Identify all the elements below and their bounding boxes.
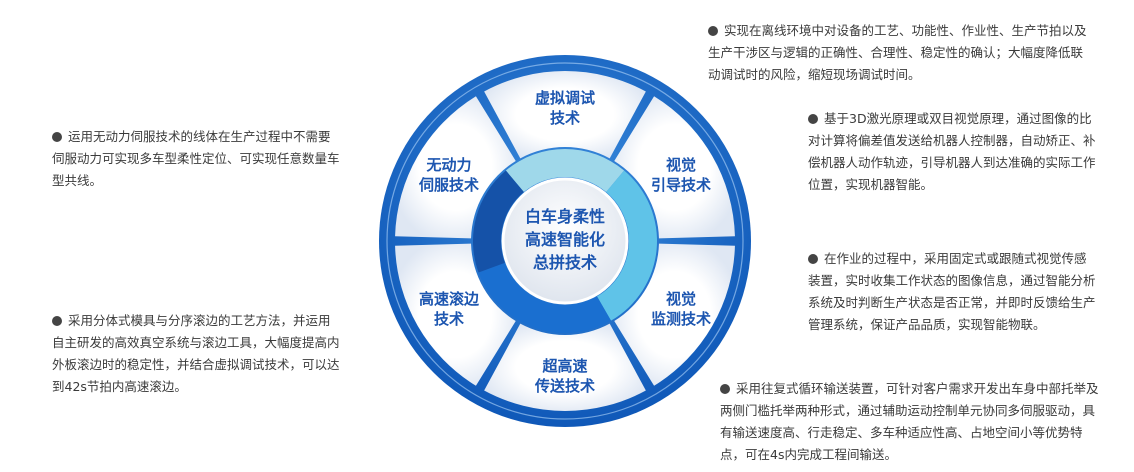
desc-unpowered-servo: 运用无动力伺服技术的线体在生产过程中不需要伺服动力可实现多车型柔性定位、可实现任… [52,126,342,192]
inner-ring-arc-cyan [597,170,657,321]
bullet-icon [52,316,62,326]
segment-high-speed-transfer [484,323,646,411]
inner-ring-arc-dark [473,170,524,273]
desc-virtual-debug: 实现在离线环境中对设备的工艺、功能性、作业性、生产节拍以及生产干涉区与逻辑的正确… [708,20,1088,86]
inner-ring-arc-teal [505,149,625,192]
desc-vision-monitor: 在作业的过程中，采用固定式或跟随式视觉传感装置，实时收集工作状态的图像信息，通过… [808,248,1096,336]
segment-high-speed-hemming-label-line1: 高速滚边 [419,290,480,308]
segment-unpowered-servo [395,96,516,239]
segment-high-speed-hemming-label-line2: 技术 [434,310,464,328]
desc-unpowered-servo-text: 运用无动力伺服技术的线体在生产过程中不需要伺服动力可实现多车型柔性定位、可实现任… [52,129,340,188]
segment-unpowered-servo-label-line2: 伺服技术 [418,176,479,194]
segment-virtual-debug [484,71,646,159]
segment-high-speed-hemming [395,243,516,386]
segment-virtual-debug-label-line2: 技术 [550,109,580,127]
desc-high-speed-hemming-text: 采用分体式模具与分序滚边的工艺方法，并运用自主研发的高效真空系统与滚边工具，大幅… [52,313,340,394]
segment-virtual-debug-label-line1: 虚拟调试 [535,89,595,107]
desc-virtual-debug-text: 实现在离线环境中对设备的工艺、功能性、作业性、生产节拍以及生产干涉区与逻辑的正确… [708,23,1087,82]
segment-vision-monitor-label-line2: 监测技术 [651,310,711,328]
inner-ring-arc-blue [478,262,611,333]
inner-color-ring [473,149,657,333]
bullet-icon [708,26,718,36]
segment-vision-monitor [614,243,735,386]
desc-vision-guide: 基于3D激光原理或双目视觉原理，通过图像的比对计算将偏差值发送给机器人控制器，自… [808,108,1096,196]
segment-high-speed-transfer-label-line2: 传送技术 [534,377,595,395]
desc-vision-monitor-text: 在作业的过程中，采用固定式或跟随式视觉传感装置，实时收集工作状态的图像信息，通过… [808,251,1096,332]
segment-vision-guide-label-line2: 引导技术 [651,176,711,194]
desc-high-speed-transfer-text: 采用往复式循环输送装置，可针对客户需求开发出车身中部托举及两侧门槛托举两种形式，… [720,381,1099,462]
outer-ring-highlight [386,62,744,420]
desc-high-speed-hemming: 采用分体式模具与分序滚边的工艺方法，并运用自主研发的高效真空系统与滚边工具，大幅… [52,310,342,398]
center-title-line2: 高速智能化 [525,230,605,249]
segment-unpowered-servo-label-line1: 无动力 [425,156,471,174]
center-title-line1: 白车身柔性 [525,207,605,226]
desc-high-speed-transfer: 采用往复式循环输送装置，可针对客户需求开发出车身中部托举及两侧门槛托举两种形式，… [720,378,1104,466]
segment-vision-monitor-label-line1: 视觉 [666,290,696,308]
bullet-icon [808,254,818,264]
segment-vision-guide [614,96,735,239]
desc-vision-guide-text: 基于3D激光原理或双目视觉原理，通过图像的比对计算将偏差值发送给机器人控制器，自… [808,111,1096,192]
bullet-icon [52,132,62,142]
bullet-icon [720,384,730,394]
center-title-line3: 总拼技术 [533,253,597,272]
segment-high-speed-transfer-label-line1: 超高速 [541,357,587,375]
segment-vision-guide-label-line1: 视觉 [666,156,696,174]
bullet-icon [808,114,818,124]
center-disc [501,177,629,305]
